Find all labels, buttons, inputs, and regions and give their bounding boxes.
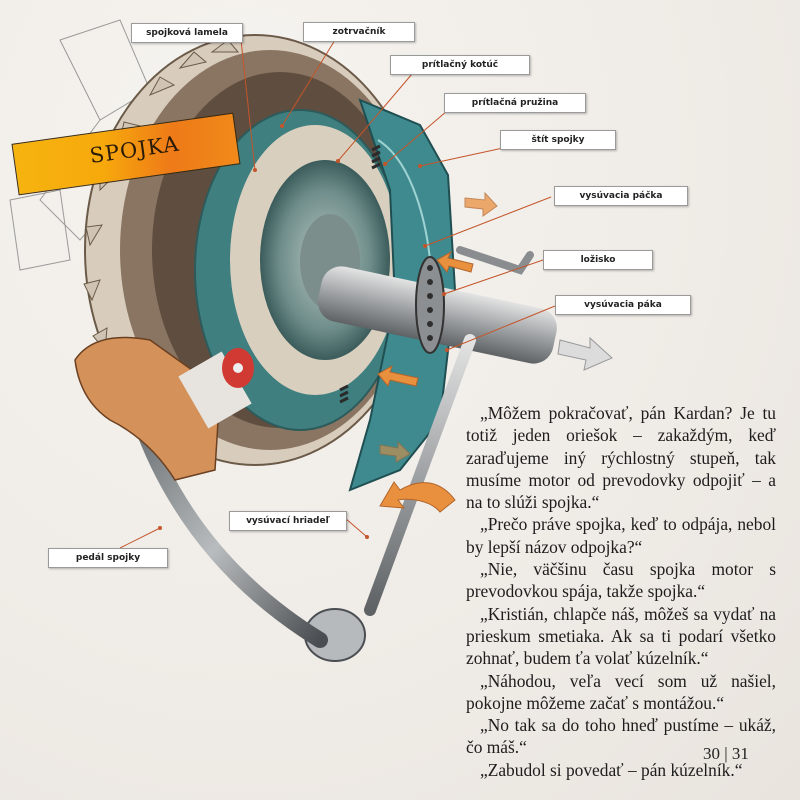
release-fork-rod bbox=[304, 246, 534, 662]
chapter-title: SPOJKA bbox=[88, 131, 181, 168]
label-vysuvaci-hriadel: vysúvací hriadeľ bbox=[229, 511, 347, 531]
label-stit-spojky: štít spojky bbox=[500, 130, 616, 150]
label-pritlacny-kotuc: prítlačný kotúč bbox=[390, 55, 530, 75]
story-paragraph: „Náhodou, veľa vecí som už našiel, pokoj… bbox=[466, 670, 776, 713]
page-numbers: 30 | 31 bbox=[703, 744, 749, 763]
label-lozisko: ložisko bbox=[543, 250, 653, 270]
story-paragraph: „Kristián, chlapče náš, môžeš sa vydať n… bbox=[466, 603, 776, 669]
label-zotrvacnik: zotrvačník bbox=[303, 22, 415, 42]
pressure-spring bbox=[339, 144, 381, 404]
label-vysuvacia-packa: vysúvacia páčka bbox=[554, 186, 688, 206]
label-pedal-spojky: pedál spojky bbox=[48, 548, 168, 568]
label-vysuvacia-paka: vysúvacia páka bbox=[555, 295, 691, 315]
clutch-disc bbox=[194, 109, 406, 431]
story-paragraph: „Prečo práve spojka, keď to odpája, nebo… bbox=[466, 514, 776, 557]
story-paragraph: „Nie, väčšinu času spojka motor s prevod… bbox=[466, 559, 776, 602]
story-paragraph: „Môžem pokračovať, pán Kardan? Je tu tot… bbox=[466, 403, 776, 513]
story-paragraph: „No tak sa do toho hneď pustíme – ukáž, … bbox=[466, 715, 776, 758]
story-text: „Môžem pokračovať, pán Kardan? Je tu tot… bbox=[466, 402, 776, 781]
label-pritlacna-pruzina: prítlačná pružina bbox=[444, 93, 586, 113]
input-shaft bbox=[317, 256, 557, 364]
leader-lines bbox=[119, 39, 556, 549]
boot bbox=[74, 336, 254, 481]
label-spojkova-lamela: spojková lamela bbox=[131, 23, 243, 43]
story-paragraph: „Zabudol si povedať – pán kúzelník.“ bbox=[480, 759, 743, 780]
motion-arrows bbox=[377, 191, 613, 513]
